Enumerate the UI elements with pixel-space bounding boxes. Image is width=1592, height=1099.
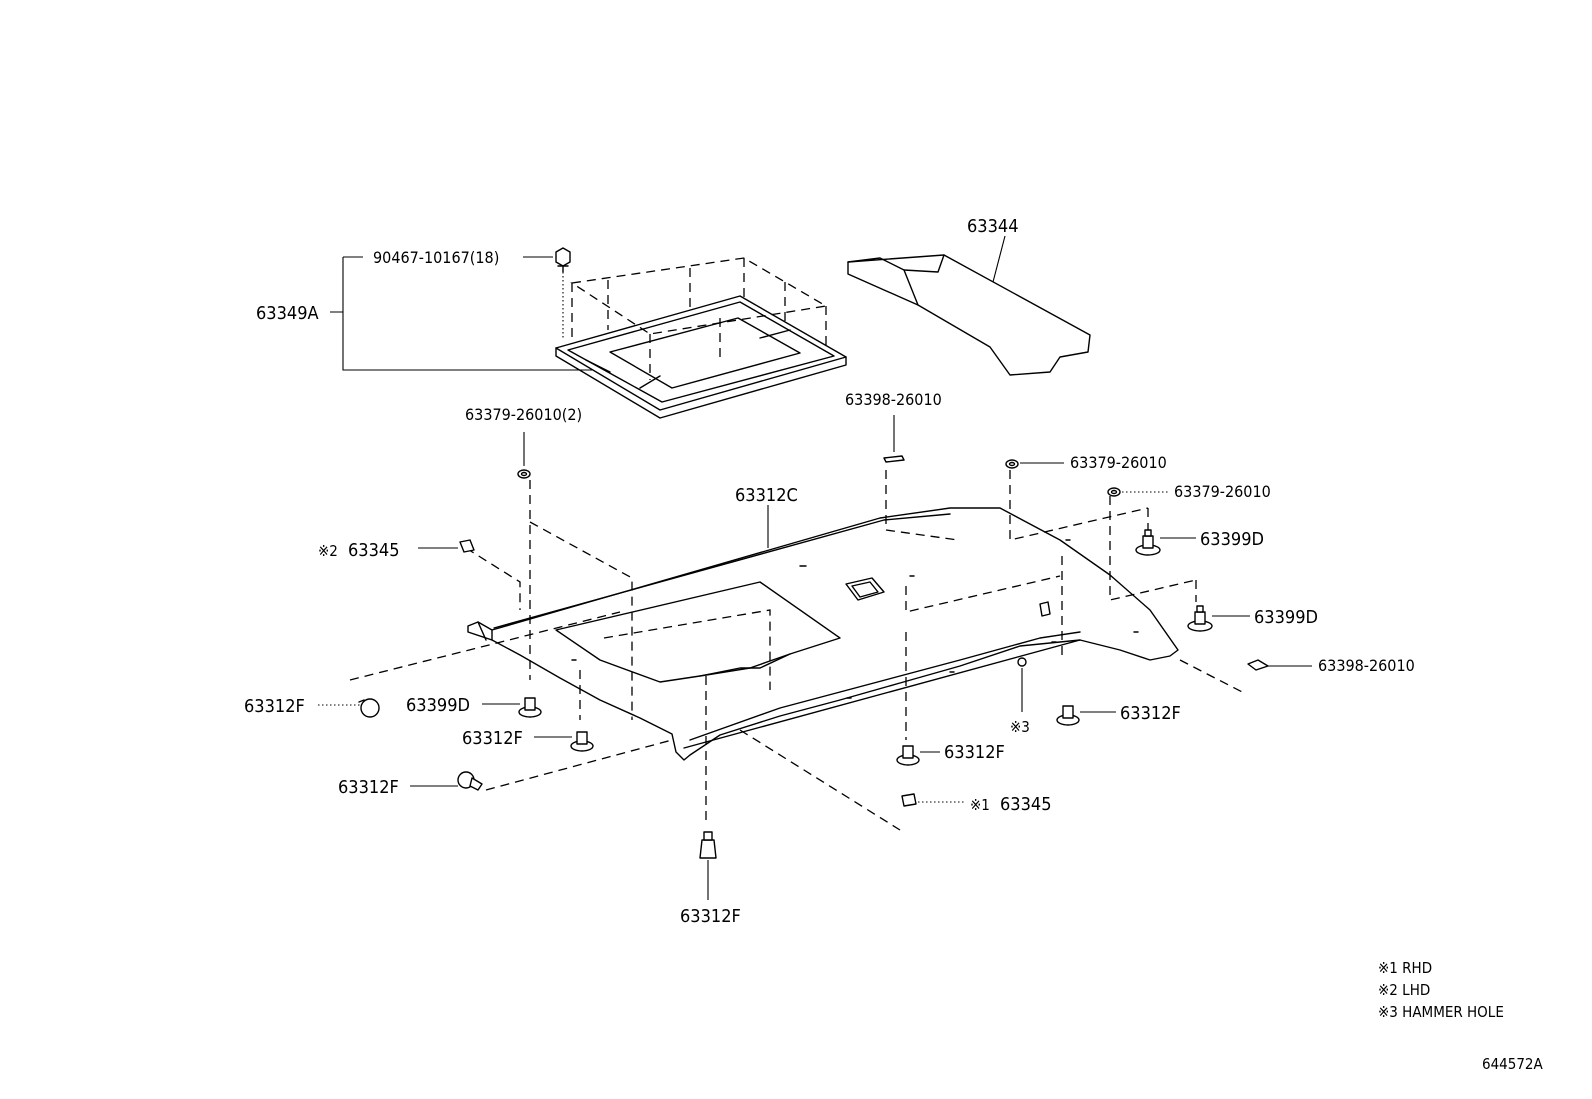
label-cap-rhd-mark: ※1	[970, 796, 990, 814]
legend-item-1: ※1 RHD	[1378, 959, 1432, 977]
label-clip-63312F-right: 63312F	[1120, 703, 1181, 724]
label-plate-right: 63398-26010	[1318, 656, 1415, 675]
plate-63398-right[interactable]	[1247, 659, 1269, 671]
plug-63379-right-2[interactable]	[1107, 487, 1121, 497]
bracket-63349A	[330, 256, 592, 371]
bolt-90467[interactable]	[555, 247, 571, 340]
label-plug-top-left: 63379-26010(2)	[465, 405, 582, 424]
legend-item-2: ※2 LHD	[1378, 981, 1430, 999]
leader-63344	[992, 235, 1006, 283]
plug-63379-right-1[interactable]	[1005, 459, 1019, 469]
sunroof-frame-63349A[interactable]	[555, 257, 847, 419]
label-cap-lhd-mark: ※2	[318, 542, 338, 560]
clip-63399D-1[interactable]	[1135, 529, 1161, 556]
label-clip-63399D-1: 63399D	[1200, 529, 1264, 550]
cap-63345-lhd[interactable]	[459, 539, 475, 553]
plug-63379-top-left[interactable]	[517, 469, 531, 479]
label-bolt-90467: 90467-10167(18)	[373, 248, 499, 267]
dashed-guide-lines	[349, 470, 1247, 831]
label-clip-63399D-left: 63399D	[406, 695, 470, 716]
legend: ※1 RHD ※2 LHD ※3 HAMMER HOLE	[1378, 959, 1504, 1021]
label-clip-63312F-left: 63312F	[244, 696, 305, 717]
cap-63345-rhd[interactable]	[901, 793, 917, 807]
label-clip-63399D-2: 63399D	[1254, 607, 1318, 628]
label-63344: 63344	[967, 216, 1019, 237]
label-plug-right-1: 63379-26010	[1070, 453, 1167, 472]
label-clip-63312F-center: 63312F	[944, 742, 1005, 763]
plate-63398-top[interactable]	[883, 455, 905, 463]
label-cap-lhd: 63345	[348, 540, 400, 561]
diagram-id: 644572A	[1482, 1055, 1544, 1073]
clip-63399D-2[interactable]	[1187, 605, 1213, 632]
panel-63344[interactable]	[847, 254, 1091, 376]
clip-63312F-low-left[interactable]	[457, 771, 483, 791]
headlining-63312C[interactable]	[467, 507, 1179, 761]
clip-63399D-left[interactable]	[518, 697, 542, 718]
clip-63312F-left[interactable]	[358, 698, 380, 718]
clip-63312F-right[interactable]	[1056, 705, 1080, 726]
clip-63312F-center[interactable]	[896, 745, 920, 766]
label-63349A: 63349A	[256, 303, 319, 324]
clip-63312F-mid-left[interactable]	[570, 731, 594, 752]
label-63312C: 63312C	[735, 485, 798, 506]
label-hammer-mark: ※3	[1010, 718, 1030, 736]
label-plug-right-2: 63379-26010	[1174, 482, 1271, 501]
label-clip-63312F-low-left: 63312F	[338, 777, 399, 798]
label-plate-top: 63398-26010	[845, 390, 942, 409]
label-clip-63312F-mid-left: 63312F	[462, 728, 523, 749]
clip-63312F-bottom[interactable]	[699, 831, 717, 859]
label-cap-rhd: 63345	[1000, 794, 1052, 815]
legend-item-3: ※3 HAMMER HOLE	[1378, 1003, 1504, 1021]
label-clip-63312F-bottom: 63312F	[680, 906, 741, 927]
